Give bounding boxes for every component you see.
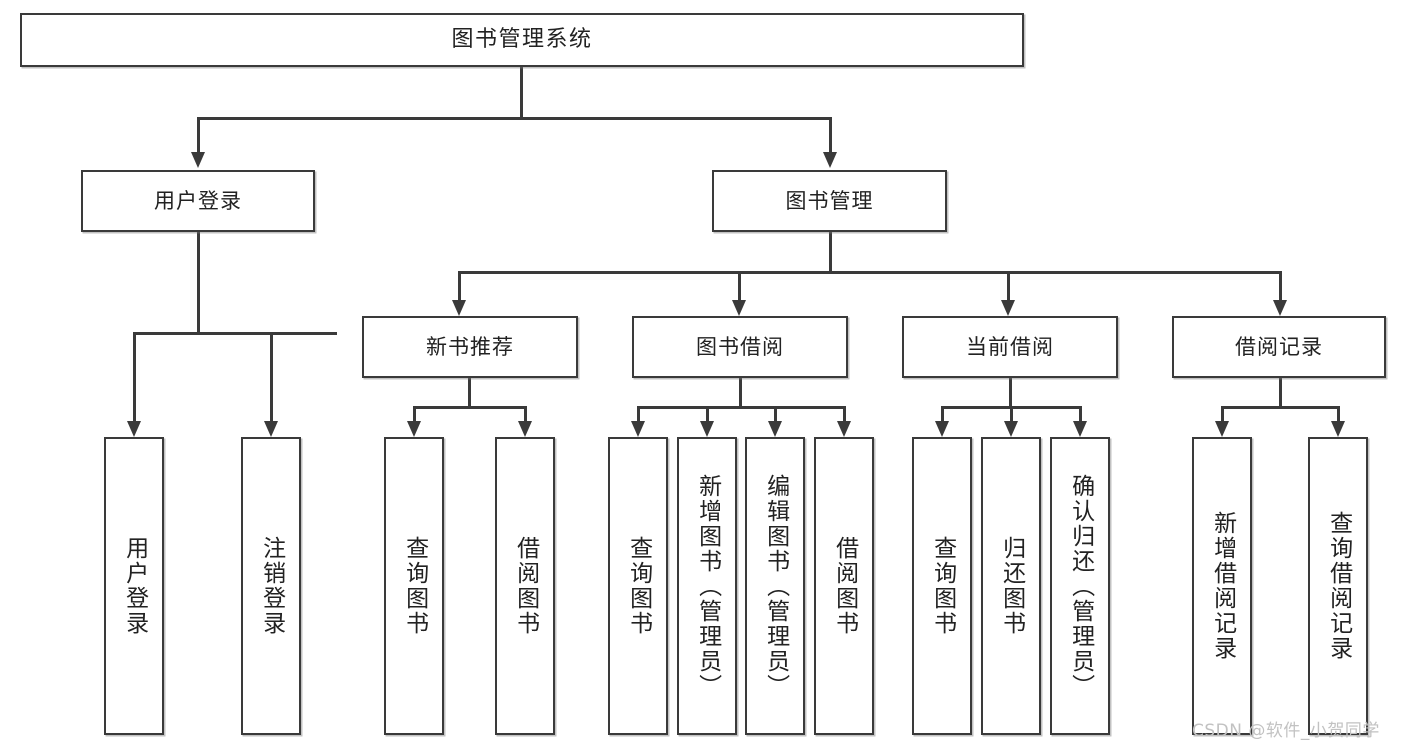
- edge-to-book-borrow: [738, 271, 741, 300]
- node-current-borrow-label: 当前借阅: [966, 334, 1054, 359]
- node-user-login-label: 用户登录: [154, 188, 242, 213]
- node-leaf-return-book-label: 归还图书: [998, 536, 1025, 636]
- node-borrow-record-label: 借阅记录: [1235, 334, 1323, 359]
- arrowhead-leaf-add-record: [1215, 421, 1229, 437]
- node-new-book-rec-label: 新书推荐: [426, 334, 514, 359]
- node-leaf-query-book-2-label: 查询图书: [625, 536, 652, 636]
- edge-borrow-record-bus: [1221, 406, 1339, 409]
- arrowhead-new-book-rec: [452, 300, 466, 316]
- node-leaf-return-book[interactable]: 归还图书: [981, 437, 1041, 735]
- node-book-manage-label: 图书管理: [785, 188, 874, 213]
- node-leaf-query-book-1-label: 查询图书: [401, 536, 428, 636]
- edge-to-leaf-edit-book: [774, 406, 777, 421]
- node-leaf-confirm-return-label: 确认归还（管理员）: [1067, 473, 1094, 699]
- edge-book-borrow-bus: [637, 406, 845, 409]
- edge-to-book-manage: [829, 117, 832, 152]
- arrowhead-leaf-user-login: [127, 421, 141, 437]
- edge-level2-bus: [197, 117, 831, 120]
- edge-level3-bus: [458, 271, 1282, 274]
- arrowhead-leaf-edit-book: [768, 421, 782, 437]
- node-leaf-edit-book[interactable]: 编辑图书（管理员）: [745, 437, 805, 735]
- arrowhead-leaf-borrow-book-1: [518, 421, 532, 437]
- arrowhead-leaf-query-book-2: [631, 421, 645, 437]
- node-leaf-logout[interactable]: 注销登录: [241, 437, 301, 735]
- edge-to-leaf-borrow-book-2: [843, 406, 846, 421]
- edge-root-stem: [520, 67, 523, 118]
- node-leaf-logout-label: 注销登录: [258, 536, 285, 636]
- edge-user-login-bus: [133, 332, 337, 335]
- edge-user-login-stem: [197, 232, 200, 333]
- node-book-borrow-label: 图书借阅: [696, 334, 784, 359]
- arrowhead-leaf-confirm-return: [1073, 421, 1087, 437]
- arrowhead-leaf-logout: [264, 421, 278, 437]
- node-leaf-query-book-3[interactable]: 查询图书: [912, 437, 972, 735]
- edge-to-leaf-add-record: [1221, 406, 1224, 421]
- edge-to-new-book-rec: [458, 271, 461, 300]
- arrowhead-book-manage: [823, 152, 837, 168]
- edge-to-user-login: [197, 117, 200, 152]
- arrowhead-leaf-query-record: [1331, 421, 1345, 437]
- node-leaf-edit-book-label: 编辑图书（管理员）: [762, 473, 789, 699]
- node-leaf-borrow-book-2[interactable]: 借阅图书: [814, 437, 874, 735]
- node-leaf-borrow-book-1-label: 借阅图书: [512, 536, 539, 636]
- arrowhead-current-borrow: [1001, 300, 1015, 316]
- arrowhead-book-borrow: [732, 300, 746, 316]
- node-leaf-user-login[interactable]: 用户登录: [104, 437, 164, 735]
- node-leaf-add-book[interactable]: 新增图书（管理员）: [677, 437, 737, 735]
- edge-to-leaf-add-book: [706, 406, 709, 421]
- node-current-borrow[interactable]: 当前借阅: [902, 316, 1118, 378]
- node-leaf-query-book-1[interactable]: 查询图书: [384, 437, 444, 735]
- arrowhead-leaf-return-book: [1004, 421, 1018, 437]
- node-root-label: 图书管理系统: [451, 27, 593, 53]
- edge-current-borrow-stem: [1009, 378, 1012, 408]
- arrowhead-leaf-borrow-book-2: [837, 421, 851, 437]
- edge-to-leaf-query-book-2: [637, 406, 640, 421]
- node-book-borrow[interactable]: 图书借阅: [632, 316, 848, 378]
- node-leaf-add-book-label: 新增图书（管理员）: [694, 473, 721, 699]
- edge-to-current-borrow: [1007, 271, 1010, 300]
- edge-to-leaf-return-book: [1010, 406, 1013, 421]
- edge-to-borrow-record: [1279, 271, 1282, 300]
- arrowhead-user-login: [191, 152, 205, 168]
- node-root[interactable]: 图书管理系统: [20, 13, 1024, 67]
- node-leaf-add-record[interactable]: 新增借阅记录: [1192, 437, 1252, 735]
- edge-to-leaf-confirm-return: [1079, 406, 1082, 421]
- node-leaf-borrow-book-2-label: 借阅图书: [831, 536, 858, 636]
- edge-new-book-rec-bus: [413, 406, 526, 409]
- node-leaf-query-book-2[interactable]: 查询图书: [608, 437, 668, 735]
- edge-to-leaf-query-book-1: [413, 406, 416, 421]
- node-user-login[interactable]: 用户登录: [81, 170, 315, 232]
- arrowhead-leaf-query-book-1: [407, 421, 421, 437]
- node-new-book-rec[interactable]: 新书推荐: [362, 316, 578, 378]
- edge-book-borrow-stem: [739, 378, 742, 408]
- edge-to-leaf-query-book-3: [941, 406, 944, 421]
- edge-borrow-record-stem: [1279, 378, 1282, 408]
- node-leaf-confirm-return[interactable]: 确认归还（管理员）: [1050, 437, 1110, 735]
- node-leaf-query-record[interactable]: 查询借阅记录: [1308, 437, 1368, 735]
- csdn-watermark: CSDN @软件_小贺同学: [1192, 721, 1380, 741]
- edge-to-leaf-logout: [270, 332, 273, 421]
- arrowhead-leaf-query-book-3: [935, 421, 949, 437]
- edge-to-leaf-borrow-book-1: [524, 406, 527, 421]
- edge-to-leaf-query-record: [1337, 406, 1340, 421]
- node-leaf-query-record-label: 查询借阅记录: [1325, 511, 1352, 661]
- node-leaf-query-book-3-label: 查询图书: [929, 536, 956, 636]
- node-leaf-add-record-label: 新增借阅记录: [1209, 511, 1236, 661]
- arrowhead-leaf-add-book: [700, 421, 714, 437]
- node-leaf-borrow-book-1[interactable]: 借阅图书: [495, 437, 555, 735]
- arrowhead-borrow-record: [1273, 300, 1287, 316]
- node-borrow-record[interactable]: 借阅记录: [1172, 316, 1386, 378]
- edge-book-manage-stem: [829, 232, 832, 273]
- node-leaf-user-login-label: 用户登录: [121, 536, 148, 636]
- edge-to-leaf-user-login: [133, 332, 136, 421]
- node-book-manage[interactable]: 图书管理: [712, 170, 947, 232]
- edge-new-book-rec-stem: [468, 378, 471, 408]
